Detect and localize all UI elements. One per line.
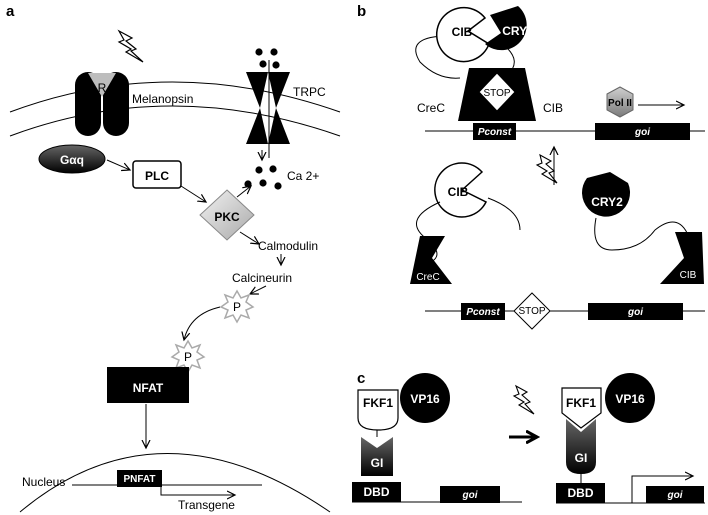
phosphate-1-label: P xyxy=(233,300,241,314)
calcium-to-pkc-arrow xyxy=(236,186,251,198)
cib-fragment xyxy=(660,232,704,284)
calmodulin-label: Calmodulin xyxy=(258,239,318,253)
phosphate-1 xyxy=(219,289,255,324)
phosphate-2-label: P xyxy=(184,350,192,364)
crec-bottom-label: CreC xyxy=(416,272,439,283)
dephosphorylation-arrow xyxy=(184,306,221,340)
pkc-label: PKC xyxy=(214,210,240,224)
pkc-to-calmodulin-arrow xyxy=(239,231,259,244)
goi-right-label: goi xyxy=(667,490,683,501)
panel-b-letter: b xyxy=(357,3,366,20)
nucleus-label: Nucleus xyxy=(22,475,65,489)
light-bolt-icon-b xyxy=(535,153,558,184)
plc-to-pkc-arrow xyxy=(180,185,206,202)
stop-top-label: STOP xyxy=(483,88,510,99)
calcium-ions-outside xyxy=(255,48,280,69)
pnfat-label: PNFAT xyxy=(123,474,155,485)
transgene-label: Transgene xyxy=(178,498,235,512)
plc-box xyxy=(132,160,182,189)
vp16-protein-left xyxy=(400,373,450,423)
dbd-left-label: DBD xyxy=(364,485,390,499)
cell-membrane-inner xyxy=(9,105,341,137)
pconst-box-bottom xyxy=(461,303,505,320)
crec-top-label: CreC xyxy=(417,101,445,115)
cell-membrane-outer xyxy=(9,81,341,113)
cry2-mid-label: CRY2 xyxy=(591,195,623,209)
fkf1-protein-right xyxy=(561,387,602,429)
gi-protein-left xyxy=(361,437,393,476)
panel-c-letter: c xyxy=(357,370,365,387)
pnfat-box xyxy=(117,470,162,487)
nfat-label: NFAT xyxy=(133,381,164,395)
crec-fragment xyxy=(410,236,452,284)
pconst-top-label: Pconst xyxy=(478,127,512,138)
cry2-protein-mid xyxy=(582,172,631,217)
dbd-box-right xyxy=(556,483,605,503)
trpc-label: TRPC xyxy=(293,85,326,99)
vp16-left-label: VP16 xyxy=(410,392,440,406)
panel-a-letter: a xyxy=(6,3,15,20)
pconst-box-top xyxy=(473,123,516,140)
stop-diamond-top xyxy=(478,72,516,112)
stop-diamond-bottom xyxy=(513,292,551,330)
gaq-label: Gαq xyxy=(60,153,84,167)
fkf1-right-label: FKF1 xyxy=(566,396,596,410)
retinal-label: R xyxy=(98,81,107,95)
nfat-box xyxy=(107,367,189,403)
goi-box-top xyxy=(595,123,690,140)
nuclear-membrane xyxy=(19,453,331,513)
melanopsin-label: Melanopsin xyxy=(132,92,193,106)
goi-box-right xyxy=(646,486,704,503)
fkf1-protein-left xyxy=(357,389,399,431)
cib-top-label: CIB xyxy=(452,25,473,39)
linker-cib-tail xyxy=(487,197,521,231)
panel-b: b CIB CRY2 STOP CreC CIB Pol II Pconst g… xyxy=(357,3,705,330)
gi-right-label: GI xyxy=(575,451,588,465)
goi-box-left xyxy=(440,486,500,503)
pol2-hexagon xyxy=(606,86,634,118)
dbd-right-label: DBD xyxy=(568,486,594,500)
cib-mid-label: CIB xyxy=(448,185,469,199)
calcineurin-label: Calcineurin xyxy=(232,271,292,285)
transcription-arrow-a xyxy=(160,487,235,495)
goi-box-bottom xyxy=(588,303,683,320)
fkf1-left-label: FKF1 xyxy=(363,396,393,410)
plc-label: PLC xyxy=(145,169,169,183)
pol2-label: Pol II xyxy=(608,98,632,109)
vp16-right-label: VP16 xyxy=(615,392,645,406)
goi-top-label: goi xyxy=(634,127,650,138)
calcium-label: Ca 2+ xyxy=(287,169,319,183)
stop-bottom-label: STOP xyxy=(518,306,545,317)
cib-bottom-label: CIB xyxy=(680,270,697,281)
goi-left-label: goi xyxy=(462,490,478,501)
gaq-protein xyxy=(38,144,106,174)
linker-cry2 xyxy=(594,217,691,251)
gaq-to-plc-arrow xyxy=(106,159,130,170)
melanopsin-receptor: R xyxy=(75,72,129,136)
pkc-diamond xyxy=(199,189,255,241)
gi-left-label: GI xyxy=(371,456,384,470)
trpc-channel xyxy=(246,60,290,158)
cib-right-label: CIB xyxy=(543,101,563,115)
gi-protein-right xyxy=(566,419,596,474)
vp16-protein-right xyxy=(605,373,655,423)
dbd-box-left xyxy=(352,482,401,502)
calcium-ions-inside xyxy=(244,165,282,190)
panel-a: a R Melanopsin TRPC xyxy=(6,3,341,513)
panel-c: c FKF1 VP16 GI DBD goi FKF1 VP16 GI DBD … xyxy=(352,370,705,504)
pconst-bottom-label: Pconst xyxy=(466,307,500,318)
goi-bottom-label: goi xyxy=(627,307,643,318)
light-bolt-icon xyxy=(117,29,144,63)
light-bolt-icon-c xyxy=(512,384,535,415)
calcineurin-arrow xyxy=(250,285,267,294)
transcription-arrow-c xyxy=(631,476,693,503)
cry2-top-label: CRY2 xyxy=(502,24,534,38)
cry2-protein-top xyxy=(485,6,527,51)
cib-protein-mid xyxy=(434,162,488,218)
linker-top-left xyxy=(415,35,461,79)
cib-protein-top xyxy=(436,6,490,63)
